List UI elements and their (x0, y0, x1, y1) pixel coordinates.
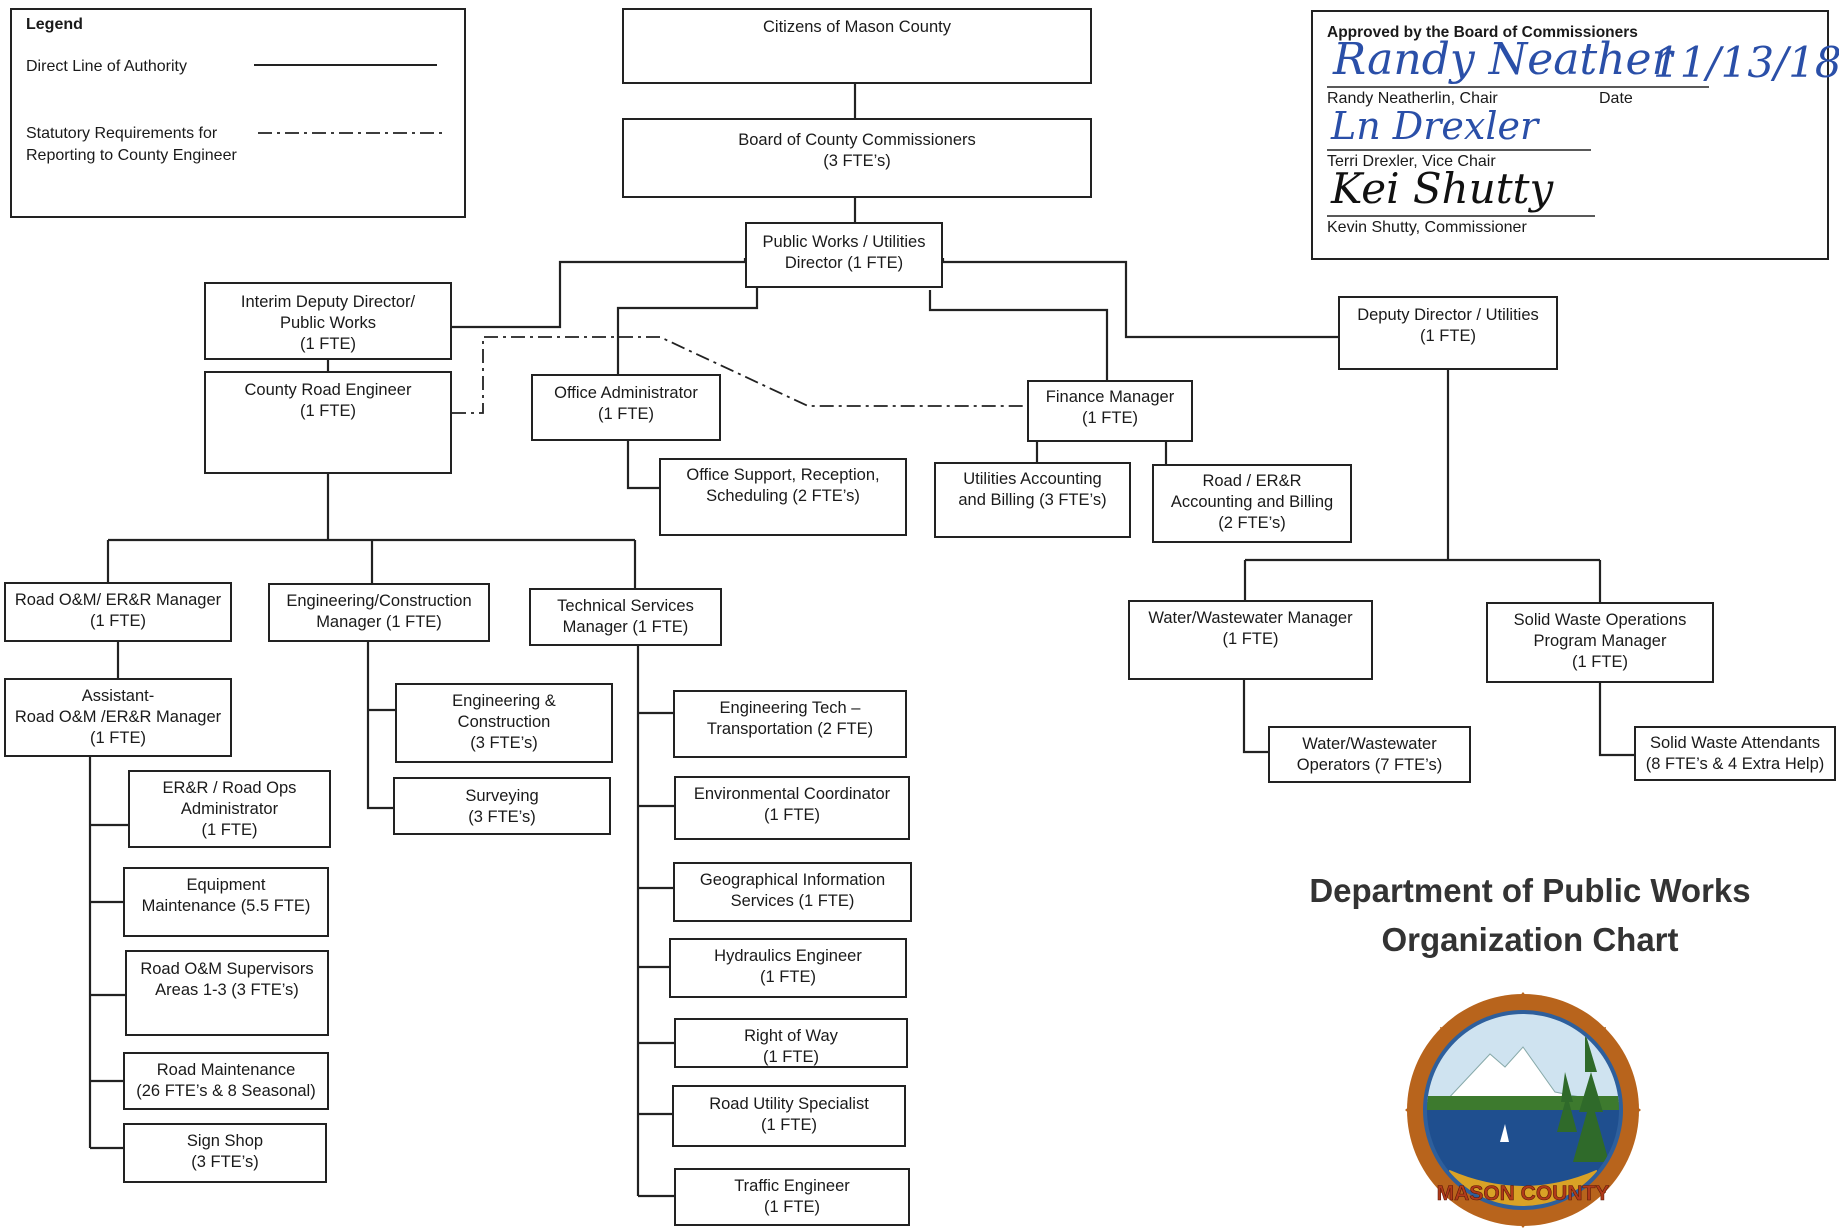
line-ww-operators (1242, 680, 1268, 754)
box-eng-tech: Engineering Tech – Transportation (2 FTE… (673, 690, 907, 758)
signature-date: 11/13/18 (1653, 38, 1839, 87)
mason-county-logo-icon: MASON COUNTY (1405, 992, 1641, 1228)
chart-title-line1: Department of Public Works (1309, 872, 1751, 909)
box-county-road-engineer: County Road Engineer (1 FTE) (204, 371, 452, 474)
box-env-coord: Environmental Coordinator (1 FTE) (674, 776, 910, 840)
line-engconst-vertical (366, 642, 393, 810)
commissioner-signature: Kei Shutty (1331, 164, 1554, 213)
vice-chair-signature: Ln Drexler (1331, 104, 1539, 148)
box-finance-manager: Finance Manager (1 FTE) (1027, 380, 1193, 442)
line-director-finance (928, 290, 1109, 380)
box-eng-const-manager: Engineering/Construction Manager (1 FTE) (268, 583, 490, 642)
line-director-interim (452, 258, 747, 329)
legend-direct-line-label: Direct Line of Authority (26, 58, 187, 75)
line-sw-attendants (1598, 683, 1634, 757)
box-hydraulics: Hydraulics Engineer (1 FTE) (669, 938, 907, 998)
box-road-om-manager: Road O&M/ ER&R Manager (1 FTE) (4, 582, 232, 642)
line-admin-support (626, 441, 659, 490)
date-label: Date (1599, 90, 1633, 107)
box-solid-waste-manager: Solid Waste Operations Program Manager (… (1486, 602, 1714, 683)
box-surveying: Surveying (3 FTE’s) (393, 777, 611, 835)
box-asst-road-om: Assistant- Road O&M /ER&R Manager (1 FTE… (4, 678, 232, 757)
statutory-line-cre-finance (452, 336, 1027, 414)
box-deputy-utilities: Deputy Director / Utilities (1 FTE) (1338, 296, 1558, 370)
signature-lines (1327, 86, 1709, 217)
box-citizens: Citizens of Mason County (622, 8, 1092, 84)
box-board: Board of County Commissioners (3 FTE’s) (622, 118, 1092, 198)
legend-box: Legend Direct Line of Authority Statutor… (10, 8, 466, 218)
box-road-maintenance: Road Maintenance (26 FTE’s & 8 Seasonal) (123, 1052, 329, 1110)
box-sign-shop: Sign Shop (3 FTE’s) (123, 1123, 327, 1183)
logo-text: MASON COUNTY (1437, 1182, 1610, 1205)
box-traffic: Traffic Engineer (1 FTE) (674, 1168, 910, 1226)
chair-signature: Randy Neather (1333, 34, 1673, 85)
chart-title: Department of Public Works Organization … (1260, 866, 1800, 964)
box-err-road-ops: ER&R / Road Ops Administrator (1 FTE) (128, 770, 331, 848)
vice-chair-name: Terri Drexler, Vice Chair (1327, 153, 1496, 170)
box-tech-services-manager: Technical Services Manager (1 FTE) (529, 588, 722, 646)
box-gis: Geographical Information Services (1 FTE… (673, 862, 912, 922)
chart-title-line2: Organization Chart (1381, 921, 1679, 958)
box-director: Public Works / Utilities Director (1 FTE… (745, 222, 943, 288)
box-ww-operators: Water/Wastewater Operators (7 FTE’s) (1268, 726, 1471, 783)
approval-heading: Approved by the Board of Commissioners (1327, 24, 1638, 41)
box-ww-manager: Water/Wastewater Manager (1 FTE) (1128, 600, 1373, 680)
box-interim-deputy: Interim Deputy Director/ Public Works (1… (204, 282, 452, 360)
box-office-support: Office Support, Reception, Scheduling (2… (659, 458, 907, 536)
legend-statutory-label: Statutory Requirements for Reporting to … (26, 125, 237, 164)
chair-name: Randy Neatherlin, Chair (1327, 90, 1498, 107)
legend-title: Legend (26, 16, 83, 33)
box-road-om-supervisors: Road O&M Supervisors Areas 1-3 (3 FTE’s) (125, 950, 329, 1036)
box-utilities-accounting: Utilities Accounting and Billing (3 FTE’… (934, 462, 1131, 538)
box-eng-construction: Engineering & Construction (3 FTE’s) (395, 683, 613, 763)
approval-box: Approved by the Board of Commissioners R… (1311, 10, 1839, 260)
box-right-of-way: Right of Way (1 FTE) (674, 1018, 908, 1068)
line-director-deputy (941, 258, 1338, 339)
box-sw-attendants: Solid Waste Attendants (8 FTE’s & 4 Extr… (1634, 726, 1836, 781)
box-equipment-maint: Equipment Maintenance (5.5 FTE) (123, 867, 329, 937)
box-road-utility: Road Utility Specialist (1 FTE) (672, 1085, 906, 1147)
commissioner-name: Kevin Shutty, Commissioner (1327, 219, 1527, 236)
box-road-err-accounting: Road / ER&R Accounting and Billing (2 FT… (1152, 464, 1352, 543)
line-director-office-admin (616, 288, 759, 374)
box-office-admin: Office Administrator (1 FTE) (531, 374, 721, 441)
